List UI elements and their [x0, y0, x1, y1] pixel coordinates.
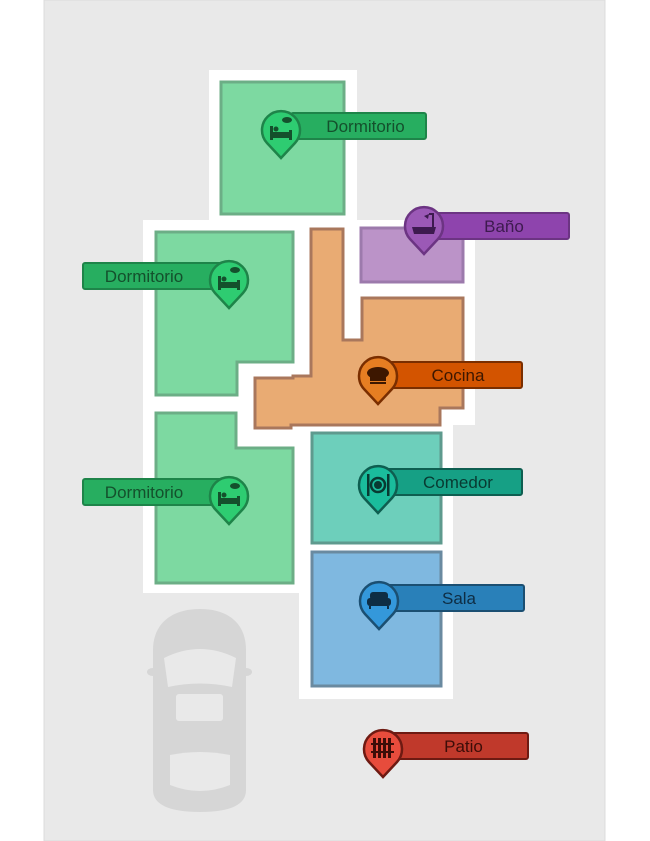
label-tab[interactable]: Dormitorio	[82, 262, 230, 290]
bed-icon	[208, 259, 250, 310]
car-icon	[147, 609, 252, 812]
bed-icon	[208, 475, 250, 526]
fence-icon	[362, 728, 404, 779]
label-tab[interactable]: Dormitorio	[290, 112, 427, 140]
label-tab[interactable]: Sala	[385, 584, 525, 612]
bathtub-shower-icon	[403, 205, 445, 256]
bed-icon	[260, 109, 302, 160]
label-tab[interactable]: Patio	[390, 732, 529, 760]
label-tab[interactable]: Baño	[430, 212, 570, 240]
label-tab[interactable]: Cocina	[385, 361, 523, 389]
label-tab[interactable]: Comedor	[385, 468, 523, 496]
label-tab[interactable]: Dormitorio	[82, 478, 230, 506]
chef-hat-icon	[357, 355, 399, 406]
sofa-icon	[358, 580, 400, 631]
plate-cutlery-icon	[357, 464, 399, 515]
